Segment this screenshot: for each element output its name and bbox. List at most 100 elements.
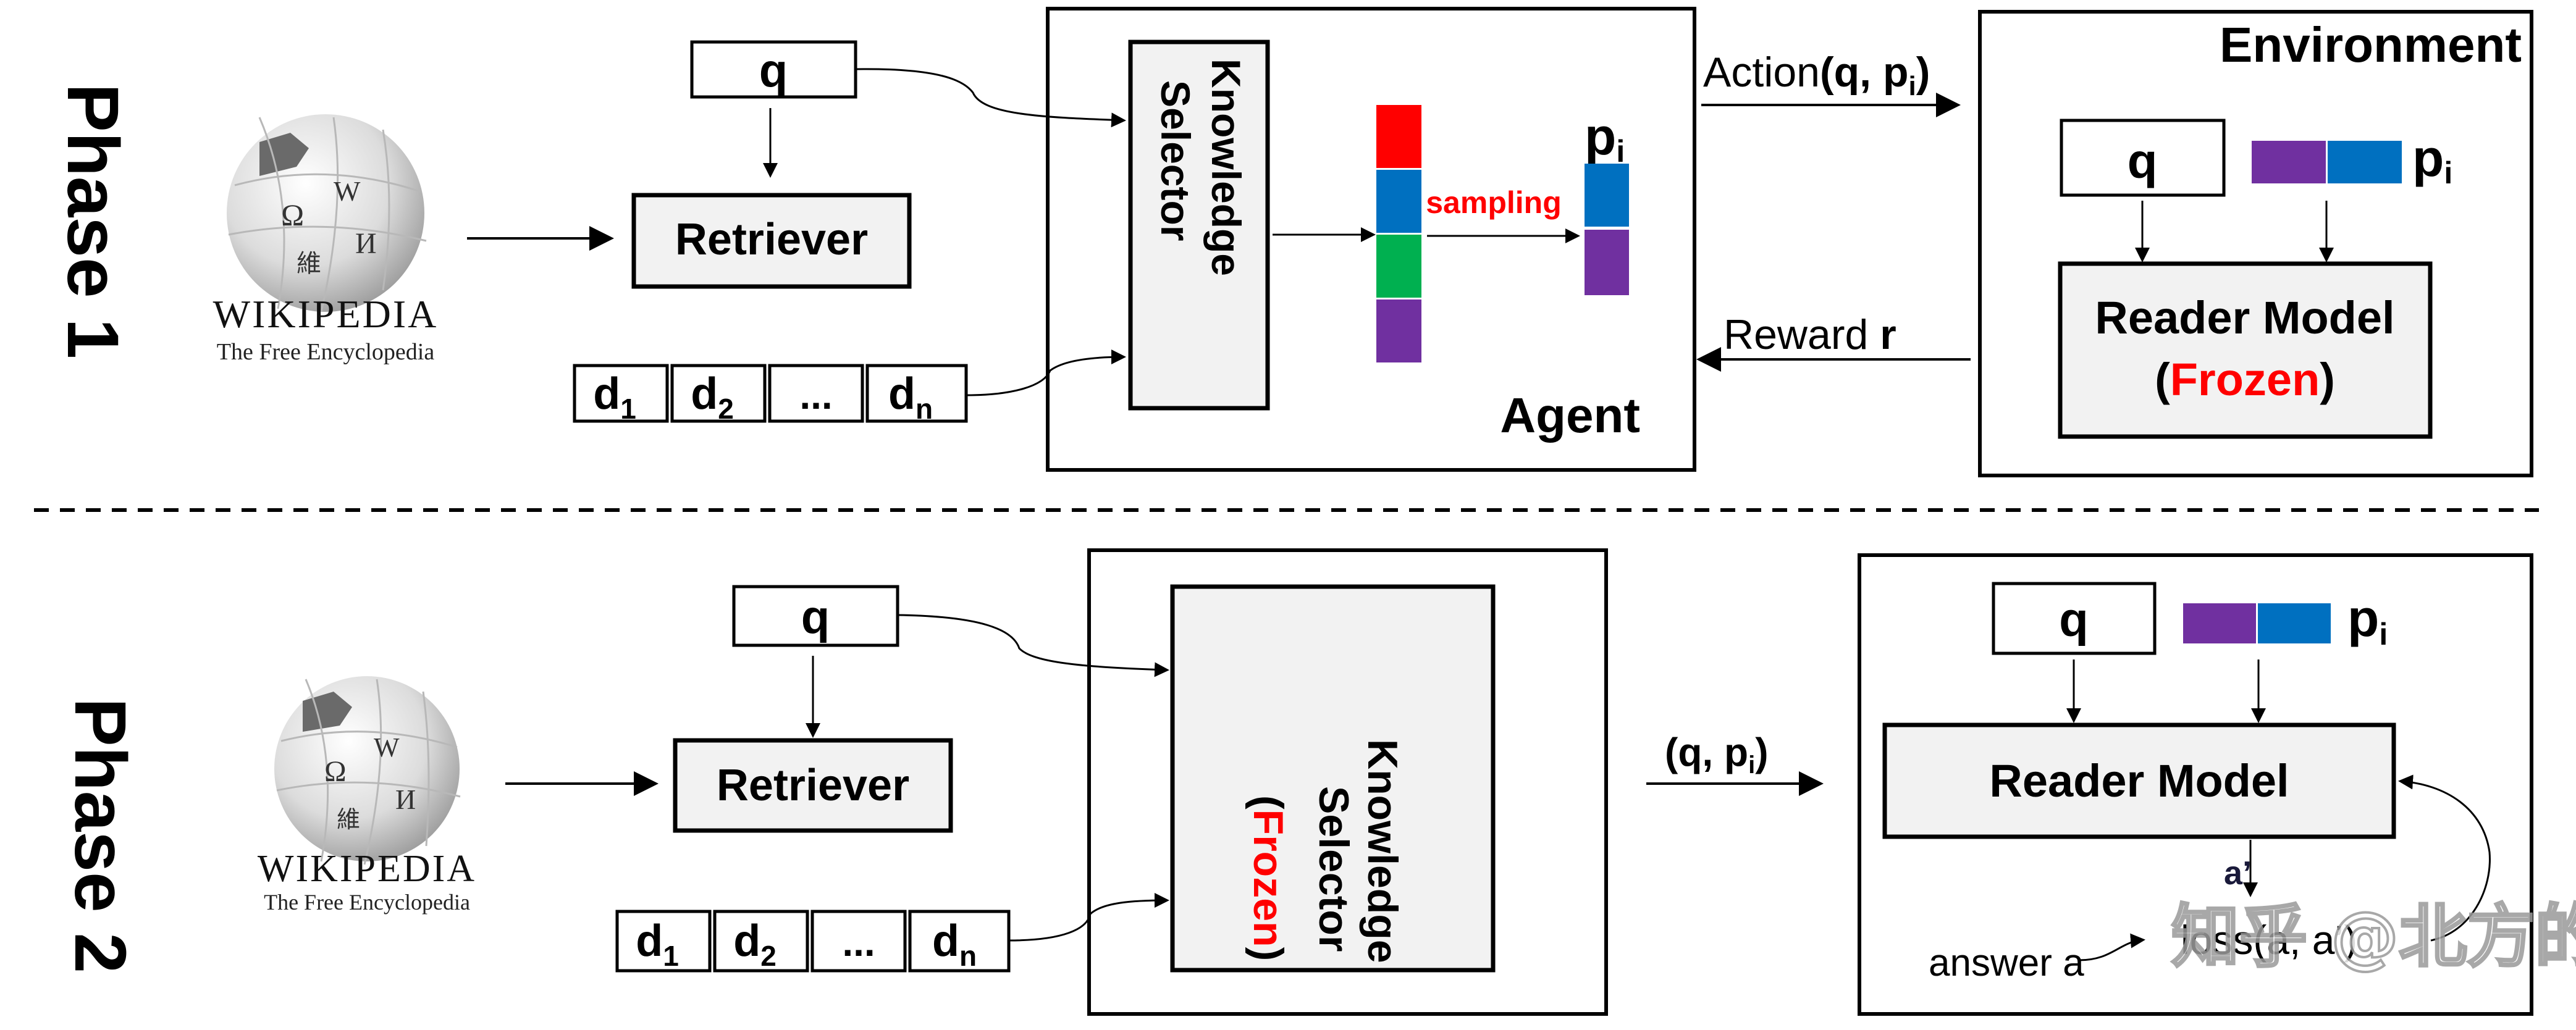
query-to-selector-arrow — [897, 614, 1169, 677]
env-segment-purple — [2252, 141, 2326, 183]
retriever-box: Retriever — [631, 193, 912, 289]
env-query-box: q — [1992, 582, 2157, 655]
document-dn: dn — [865, 364, 968, 425]
svg-text:Ω: Ω — [281, 198, 304, 232]
svg-text:Retriever: Retriever — [717, 761, 909, 810]
retriever-box: Retriever — [673, 738, 953, 833]
svg-text:Reader Model: Reader Model — [2095, 292, 2394, 343]
svg-text:W: W — [374, 732, 400, 763]
wikipedia-wordmark: WIKIPEDIA — [213, 292, 439, 336]
phase-2: Phase 2 Ω W И 維 WIKIPEDIA The Free Encyc… — [59, 548, 2576, 1016]
document-dn: dn — [908, 910, 1011, 973]
environment-frame: Environment q pi Reader Model (Frozen) — [1978, 10, 2533, 477]
prediction-label: a’ — [2224, 855, 2252, 892]
reader-model-frozen: Reader Model (Frozen) — [2058, 261, 2433, 439]
answer-to-loss-arrow — [2078, 933, 2145, 961]
document-ellipsis: ... — [768, 364, 864, 423]
watermark: 知乎 @北方的郎 — [2171, 897, 2576, 976]
query-box: q — [690, 40, 857, 99]
svg-text:pi: pi — [2347, 589, 2388, 651]
agent-frame: Agent Knowledge Selector sampling pi — [1046, 7, 1696, 472]
wikipedia-logo: Ω W И 維 WIKIPEDIA The Free Encyclopedia — [213, 114, 439, 365]
candidate-segment-green — [1376, 235, 1421, 298]
phase-1-label: Phase 1 — [52, 83, 133, 359]
svg-text:Ω: Ω — [324, 755, 347, 788]
reward-arrow: Reward r — [1696, 311, 1971, 372]
environment-label: Environment — [2220, 17, 2522, 72]
svg-text:И: И — [355, 227, 377, 260]
svg-text:d2: d2 — [691, 369, 734, 425]
sampled-passage: pi — [1585, 107, 1629, 295]
svg-text:q: q — [2128, 133, 2158, 188]
svg-text:И: И — [395, 784, 416, 815]
wikipedia-tagline: The Free Encyclopedia — [264, 890, 470, 915]
query-to-selector-arrow — [855, 68, 1126, 128]
svg-text:(Frozen): (Frozen) — [2155, 354, 2335, 405]
svg-text:d1: d1 — [636, 916, 679, 972]
candidate-segment-blue — [1376, 170, 1421, 233]
docs-to-selector-arrow — [966, 350, 1126, 396]
wikipedia-globe-icon: Ω W И 維 — [274, 676, 461, 865]
reader-model-box — [1882, 722, 2396, 839]
query-box: q — [732, 585, 899, 647]
phase-2-label: Phase 2 — [59, 698, 141, 973]
svg-text:dn: dn — [932, 916, 977, 972]
svg-text:W: W — [334, 175, 361, 207]
svg-text:維: 維 — [337, 807, 360, 833]
svg-text:q: q — [801, 591, 830, 643]
wikipedia-globe-icon: Ω W И 維 — [227, 114, 427, 312]
svg-text:(q, pi): (q, pi) — [1665, 730, 1769, 779]
agent-label: Agent — [1500, 388, 1640, 443]
env-passage: pi — [2252, 129, 2452, 190]
candidate-passages — [1376, 105, 1421, 362]
answer-label: answer a — [1929, 942, 2084, 984]
svg-text:...: ... — [842, 920, 875, 965]
svg-text:...: ... — [799, 373, 832, 417]
wikipedia-logo: Ω W И 維 WIKIPEDIA The Free Encyclopedia — [258, 676, 476, 915]
training-environment-frame: q pi Reader Model a’ loss(a, a’) answer a 知乎… — [1858, 553, 2576, 1016]
svg-text:pi: pi — [2412, 129, 2452, 190]
action-arrow: Action(q, pi) — [1701, 49, 1961, 117]
document-d1: d1 — [615, 910, 712, 973]
wikipedia-tagline: The Free Encyclopedia — [217, 339, 435, 365]
document-list: d1 d2 ... dn — [573, 364, 968, 425]
document-ellipsis: ... — [810, 910, 907, 973]
document-d2: d2 — [713, 910, 809, 973]
env-segment-purple — [2183, 603, 2256, 643]
sampling-label: sampling — [1426, 185, 1561, 220]
svg-text:維: 維 — [297, 249, 321, 277]
loss-label: loss(a, a’) — [2181, 917, 2357, 963]
svg-text:dn: dn — [888, 369, 933, 425]
svg-text:Selector: Selector — [1310, 786, 1357, 952]
svg-text:Action(q, pi): Action(q, pi) — [1703, 49, 1930, 101]
env-segment-blue — [2328, 141, 2402, 183]
svg-text:q: q — [759, 44, 788, 97]
env-query-box: q — [2060, 119, 2226, 197]
phase-1: Phase 1 Ω W И 維 WIKIPEDIA The Free Encyc… — [52, 7, 2533, 477]
sampled-segment-purple — [1585, 230, 1629, 295]
selector-frame: Knowledge Selector (Frozen) — [1087, 548, 1608, 1016]
candidate-segment-red — [1376, 105, 1421, 168]
candidate-segment-purple — [1376, 299, 1421, 362]
wikipedia-wordmark: WIKIPEDIA — [258, 848, 476, 890]
svg-text:d2: d2 — [733, 916, 777, 972]
svg-text:Retriever: Retriever — [675, 215, 868, 264]
svg-text:q: q — [2059, 592, 2089, 647]
svg-text:Reward r: Reward r — [1724, 311, 1896, 358]
svg-text:(Frozen): (Frozen) — [1245, 795, 1292, 961]
reader-model-label: Reader Model — [1989, 755, 2289, 806]
env-passage: pi — [2183, 589, 2388, 651]
svg-text:d1: d1 — [593, 369, 636, 425]
loss-to-reader-feedback-arrow — [2398, 774, 2491, 942]
sampled-passage-label: pi — [1585, 107, 1625, 169]
svg-text:Knowledge: Knowledge — [1203, 59, 1249, 276]
document-d1: d1 — [573, 364, 669, 425]
sampled-segment-blue — [1585, 164, 1629, 227]
knowledge-selector-frozen: Knowledge Selector (Frozen) — [1170, 584, 1496, 973]
svg-text:Selector: Selector — [1153, 80, 1198, 241]
knowledge-selector: Knowledge Selector — [1128, 40, 1270, 411]
document-list: d1 d2 ... dn — [615, 910, 1011, 973]
document-d2: d2 — [670, 364, 767, 425]
svg-text:Knowledge: Knowledge — [1359, 739, 1406, 963]
